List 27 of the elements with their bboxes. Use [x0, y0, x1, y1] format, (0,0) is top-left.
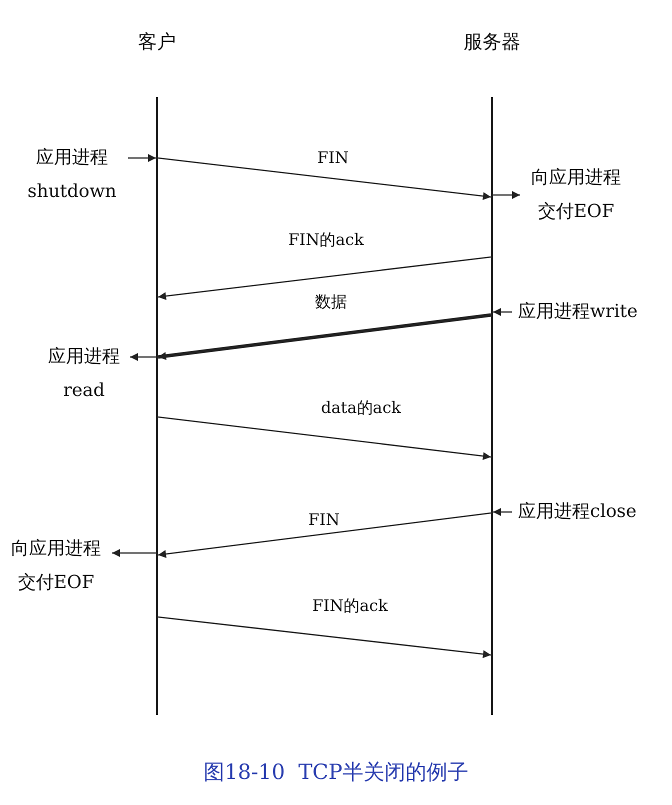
arrow	[493, 308, 512, 316]
column-heading: 服务器	[462, 30, 522, 55]
edge-label: FIN的ack	[288, 230, 364, 251]
process-note: 应用进程close	[518, 495, 672, 529]
arrow	[128, 154, 156, 162]
process-note: 应用进程shutdown	[22, 141, 122, 209]
arrow	[112, 549, 156, 557]
column-heading: 客户	[137, 30, 177, 55]
process-note: 应用进程read	[44, 340, 124, 408]
edge-label: data的ack	[321, 398, 401, 419]
arrow	[493, 508, 512, 516]
arrow	[158, 313, 492, 360]
process-note: 应用进程write	[518, 295, 672, 329]
arrow	[158, 157, 492, 200]
arrow	[158, 256, 492, 300]
caption: 图18-10 TCP半关闭的例子	[202, 759, 470, 786]
arrow	[158, 416, 492, 460]
edge-label: FIN	[317, 148, 349, 167]
arrow	[158, 616, 492, 658]
arrow	[130, 353, 156, 361]
arrow	[493, 191, 520, 199]
arrow	[158, 512, 492, 558]
edge-label: FIN的ack	[312, 596, 388, 617]
process-note: 向应用进程交付EOF	[6, 532, 106, 600]
process-note: 向应用进程交付EOF	[526, 161, 626, 229]
edge-label: 数据	[315, 292, 347, 313]
edge-label: FIN	[308, 510, 340, 529]
